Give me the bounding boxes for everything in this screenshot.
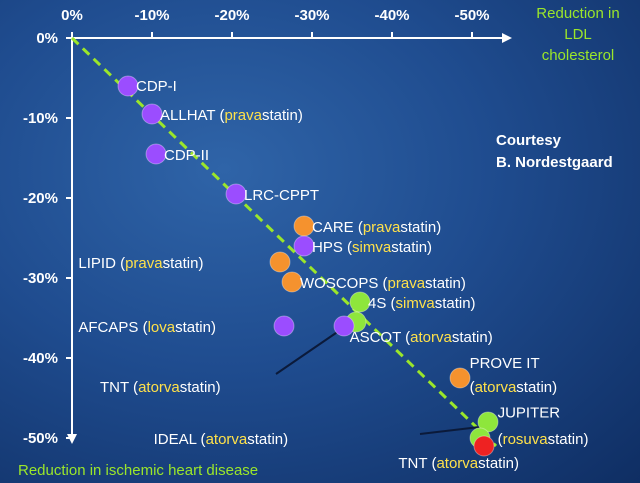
trial-label-part: statin) — [391, 239, 432, 256]
trial-label-part: LRC-CPPT — [244, 187, 319, 204]
x-tick-label: -30% — [294, 7, 329, 24]
trial-label-part: statin) — [175, 319, 216, 336]
trial-label: LRC-CPPT — [244, 187, 319, 204]
trial-label-part: statin) — [400, 219, 441, 236]
data-point — [269, 251, 291, 273]
trial-label: CDP-I — [136, 78, 177, 95]
y-tick-label: 0% — [36, 30, 58, 47]
trial-label: LIPID (pravastatin) — [78, 255, 203, 272]
trial-label: ALLHAT (pravastatin) — [160, 107, 303, 124]
trial-label: JUPITER — [498, 404, 561, 421]
data-point — [333, 315, 355, 337]
y-tick-label: -50% — [23, 430, 58, 447]
x-tick-label: -40% — [374, 7, 409, 24]
data-point — [449, 367, 471, 389]
trial-label-part: CDP-II — [164, 147, 209, 164]
data-point — [293, 215, 315, 237]
trial-label: CDP-II — [164, 147, 209, 164]
y-tick-label: -20% — [23, 190, 58, 207]
pointer-line — [419, 425, 489, 435]
trial-label-part: JUPITER — [498, 404, 561, 421]
trial-label-part: statin) — [425, 275, 466, 292]
trial-label-part: atorva — [475, 379, 517, 396]
trial-label-part: CDP-I — [136, 78, 177, 95]
data-point — [281, 271, 303, 293]
trial-label: CARE (pravastatin) — [312, 219, 441, 236]
trial-label: TNT (atorvastatin) — [100, 379, 221, 396]
y-axis-title: Reduction in ischemic heart disease — [18, 462, 258, 479]
trial-label-part: statin) — [452, 329, 493, 346]
trial-label: IDEAL (atorvastatin) — [154, 431, 289, 448]
trial-label: WOSCOPS (pravastatin) — [300, 275, 466, 292]
trial-label-part: statin) — [548, 431, 589, 448]
trial-label-part: prava — [363, 219, 401, 236]
trial-label: (atorvastatin) — [470, 379, 558, 396]
trial-label-part: prava — [224, 107, 262, 124]
trial-label-part: CARE ( — [312, 219, 363, 236]
trial-label-part: AFCAPS ( — [78, 319, 147, 336]
trial-label: PROVE IT — [470, 355, 540, 372]
trial-label-part: IDEAL ( — [154, 431, 206, 448]
trial-label-part: ALLHAT ( — [160, 107, 224, 124]
trial-label-part: PROVE IT — [470, 355, 540, 372]
trial-label-part: TNT ( — [398, 455, 436, 472]
trial-label-part: statin) — [163, 255, 204, 272]
trial-label-part: atorva — [206, 431, 248, 448]
trial-label-part: ASCOT ( — [350, 329, 411, 346]
x-axis-title: LDL — [564, 26, 592, 43]
trial-label-part: statin) — [478, 455, 519, 472]
trial-label-part: ( — [498, 431, 503, 448]
x-tick-label: -10% — [134, 7, 169, 24]
trial-label-part: statin) — [435, 295, 476, 312]
data-point — [117, 75, 139, 97]
data-point — [273, 315, 295, 337]
trial-label-part: simva — [352, 239, 392, 256]
trial-label: HPS (simvastatin) — [312, 239, 432, 256]
trial-label-part: lova — [148, 319, 176, 336]
trial-label: TNT (atorvastatin) — [398, 455, 519, 472]
trial-label-part: 4S ( — [368, 295, 396, 312]
trial-label-part: LIPID ( — [78, 255, 125, 272]
trial-label: (rosuvastatin) — [498, 431, 589, 448]
trial-label-part: atorva — [436, 455, 478, 472]
x-tick-label: -50% — [454, 7, 489, 24]
data-point — [141, 103, 163, 125]
trial-label-part: statin) — [247, 431, 288, 448]
x-axis-title: Reduction in — [536, 5, 619, 22]
trial-label-part: HPS ( — [312, 239, 352, 256]
trial-label-part: rosuva — [503, 431, 549, 448]
trial-label: 4S (simvastatin) — [368, 295, 476, 312]
trial-label: ASCOT (atorvastatin) — [350, 329, 493, 346]
trial-label-part: WOSCOPS ( — [300, 275, 388, 292]
data-point — [225, 183, 247, 205]
trend-line — [70, 36, 498, 448]
data-point — [293, 235, 315, 257]
y-tick-label: -40% — [23, 350, 58, 367]
trial-label-part: atorva — [410, 329, 452, 346]
data-point — [473, 435, 495, 457]
trial-label-part: TNT ( — [100, 379, 138, 396]
data-point — [145, 143, 167, 165]
trial-label-part: ( — [470, 379, 475, 396]
y-tick-label: -30% — [23, 270, 58, 287]
y-tick-label: -10% — [23, 110, 58, 127]
courtesy-text: B. Nordestgaard — [496, 154, 613, 171]
trial-label-part: statin) — [516, 379, 557, 396]
x-tick-label: 0% — [61, 7, 83, 24]
trial-label-part: statin) — [180, 379, 221, 396]
trial-label: AFCAPS (lovastatin) — [78, 319, 216, 336]
x-tick-label: -20% — [214, 7, 249, 24]
trial-label-part: statin) — [262, 107, 303, 124]
trial-label-part: simva — [396, 295, 436, 312]
data-point — [349, 291, 371, 313]
x-axis-title: cholesterol — [542, 47, 615, 64]
trial-label-part: atorva — [138, 379, 180, 396]
trial-label-part: prava — [125, 255, 163, 272]
trial-label-part: prava — [388, 275, 426, 292]
courtesy-text: Courtesy — [496, 132, 562, 149]
